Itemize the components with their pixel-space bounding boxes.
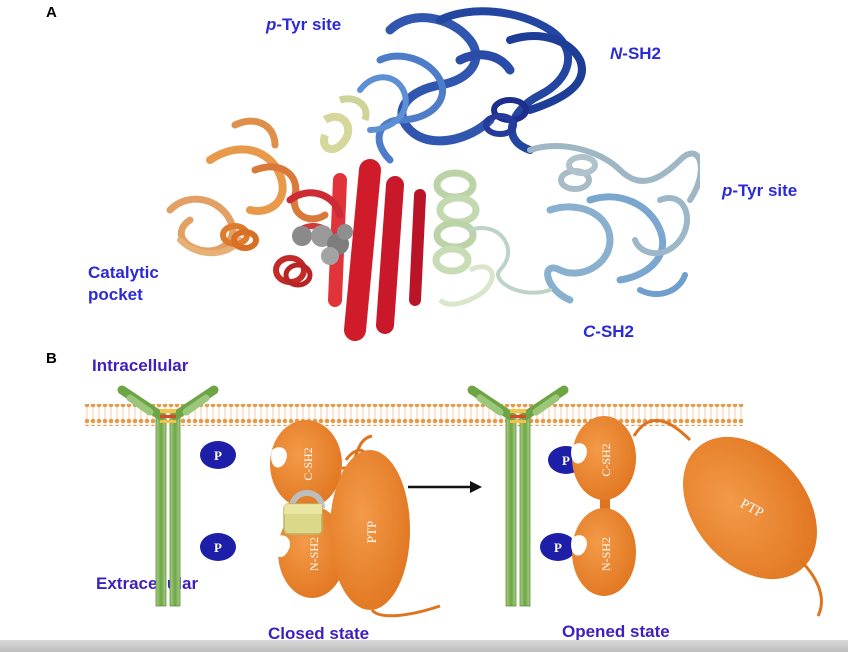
csh2-label: C-SH2 <box>583 322 635 341</box>
catalytic-pocket-label: Catalytic pocket <box>88 263 159 304</box>
csh2-ribbon <box>468 143 700 304</box>
ptp-domain-label: PTP <box>364 521 379 543</box>
phospho-label: P <box>562 453 570 468</box>
phospho-label: P <box>214 540 222 555</box>
nsh2-ribbon <box>357 7 586 164</box>
phospho-label: P <box>214 448 222 463</box>
csh2-domain-label: C-SH2 <box>301 447 315 480</box>
receptor-closed <box>117 385 219 607</box>
receptor-open <box>467 385 569 607</box>
panel-b-letter: B <box>46 350 57 367</box>
bottom-border <box>0 640 848 652</box>
closed-shp2-complex: C-SH2 N-SH2 PTP <box>270 420 441 618</box>
membrane-bilayer <box>84 404 744 426</box>
ptyr-site-right-label: p-Tyr site <box>722 181 798 200</box>
phospho-label: P <box>554 540 562 555</box>
protein-structure-illustration <box>166 7 700 341</box>
nsh2-domain-label: N-SH2 <box>599 537 613 571</box>
intracellular-label: Intracellular <box>92 356 189 375</box>
ptyr-site-top-label: p-Tyr site <box>266 15 342 34</box>
csh2-domain-label: C-SH2 <box>599 443 613 476</box>
nsh2-label: N-SH2 <box>610 44 662 63</box>
phospho-circle <box>200 441 236 469</box>
transition-arrow-icon <box>408 481 482 493</box>
linker-helices <box>320 95 495 307</box>
phospho-circle <box>540 533 576 561</box>
panel-a-letter: A <box>46 4 57 21</box>
opened-shp2-complex: C-SH2 N-SH2 PTP <box>571 416 823 617</box>
mechanism-diagram: P P C-SH2 N-SH2 PTP P <box>84 385 823 618</box>
padlock-icon <box>283 490 325 535</box>
opened-state-label: Opened state <box>562 622 670 641</box>
ptp-ribbon-red <box>273 159 426 341</box>
phospho-circle <box>200 533 236 561</box>
nsh2-domain-label: N-SH2 <box>307 537 321 571</box>
ligand-spheres <box>292 224 353 265</box>
closed-state-label: Closed state <box>268 624 370 643</box>
